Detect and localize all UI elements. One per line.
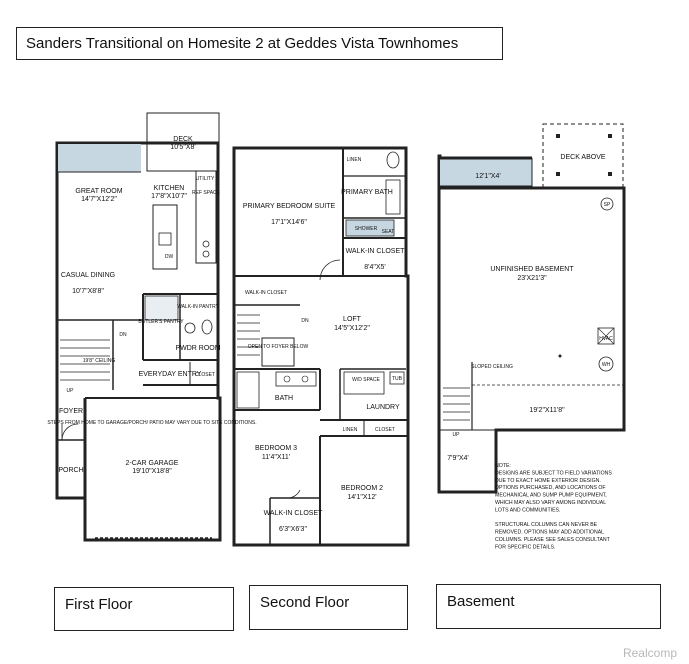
basement-note: NOTE:DESIGNS ARE SUBJECT TO FIELD VARIAT… xyxy=(495,463,612,550)
deck-above-label: DECK ABOVE xyxy=(560,154,605,161)
walk-in-closet-2-label: WALK-IN CLOSET xyxy=(245,290,287,296)
foyer-label: FOYER xyxy=(59,408,83,415)
shower-label: SHOWER xyxy=(355,226,378,232)
note-line: DESIGNS ARE SUBJECT TO FIELD VARIATIONS xyxy=(495,470,612,476)
kitchen-label: KITCHEN xyxy=(154,185,185,192)
window-band xyxy=(58,144,141,172)
basement-plan xyxy=(437,123,626,494)
closet-2-label: CLOSET xyxy=(375,427,395,433)
bedroom3-dim: 11'4"X11' xyxy=(262,454,290,461)
kitchen-counter xyxy=(195,170,217,264)
first-floor-plan xyxy=(55,112,222,542)
bedroom3-label: BEDROOM 3 xyxy=(255,445,297,452)
seat-label: SEAT xyxy=(382,229,395,235)
second-floor-label: Second Floor xyxy=(249,585,408,630)
basement-up-label: UP xyxy=(453,432,461,438)
great-room-label: GREAT ROOM xyxy=(75,188,122,195)
unfinished-label: UNFINISHED BASEMENT xyxy=(490,266,574,273)
garage-label: 2-CAR GARAGE xyxy=(126,460,179,467)
primary-suite-dim: 17'1"X14'6" xyxy=(271,219,307,226)
note-line: MECHANICAL AND SUMP PUMP EQUIPMENT, xyxy=(495,493,607,499)
second-dn-label: DN xyxy=(301,318,309,324)
garage-dim: 19'10"X18'8" xyxy=(132,468,172,475)
deck-dim: 10'5"X8' xyxy=(170,144,195,151)
loft-dim: 14'5"X12'2" xyxy=(334,325,370,332)
first-up-label: UP xyxy=(67,388,75,394)
porch-label: PORCH xyxy=(58,467,83,474)
note-line: OPTIONS PURCHASED, AND LOCATIONS OF xyxy=(495,485,606,491)
bedroom2-label: BEDROOM 2 xyxy=(341,485,383,492)
first-floor-outline xyxy=(55,141,222,542)
note-line: NOTE: xyxy=(495,463,511,469)
window-dim: 12'1"X4' xyxy=(475,173,500,180)
kitchen-island xyxy=(152,204,178,270)
utility-label: UTILITY xyxy=(196,176,215,182)
ref-space-label: REF SPACE xyxy=(192,190,221,196)
primary-bath-label: PRIMARY BATH xyxy=(341,189,393,196)
linen-label: LINEN xyxy=(347,157,362,163)
basement-label: Basement xyxy=(436,584,661,629)
open-to-foyer-label: OPEN TO FOYER BELOW xyxy=(248,344,309,350)
hvac-label: HVAC xyxy=(599,336,613,342)
ceiling-note: 19'8" CEILING xyxy=(83,358,116,364)
walk-in-pantry-label: WALK-IN PANTRY xyxy=(177,304,220,310)
note-line: STRUCTURAL COLUMNS CAN NEVER BE xyxy=(495,522,598,528)
deck-label: DECK xyxy=(173,136,193,143)
first-dn-label: DN xyxy=(119,332,127,338)
pwdr-room-label: PWDR ROOM xyxy=(175,345,220,352)
loft-label: LOFT xyxy=(343,316,362,323)
sp-label: SP xyxy=(604,202,611,208)
second-floor-plan xyxy=(232,146,410,547)
basement-dim2: 19'2"X11'8" xyxy=(529,407,565,414)
butlers-pantry-label: BUTLER'S PANTRY xyxy=(138,319,184,325)
walk-in-closet-3-label: WALK-IN CLOSET xyxy=(264,510,324,517)
note-line: REMOVED. OPTIONS MAY ADD ADDITIONAL xyxy=(495,530,604,536)
walk-in-closet-dim: 8'4"X5' xyxy=(364,264,386,271)
closet-label: CLOSET xyxy=(195,372,215,378)
great-room-dim: 14'7"X12'2" xyxy=(81,196,117,203)
wh-label: WH xyxy=(602,362,611,368)
page-title: Sanders Transitional on Homesite 2 at Ge… xyxy=(16,27,503,60)
walk-in-closet-label: WALK-IN CLOSET xyxy=(346,248,406,255)
basement-outline xyxy=(437,154,626,494)
kitchen-dim: 17'8"X10'7" xyxy=(151,193,187,200)
linen-2-label: LINEN xyxy=(343,427,358,433)
first-floor-label: First Floor xyxy=(54,587,234,631)
everyday-entry-label: EVERYDAY ENTRY xyxy=(139,371,202,378)
tub-label: TUB xyxy=(392,376,403,382)
note-line: LOTS AND COMMUNITIES. xyxy=(495,507,560,513)
dw-label: DW xyxy=(165,254,174,260)
second-floor-outline xyxy=(232,146,410,547)
sloped-label: SLOPED CEILING xyxy=(471,364,513,370)
primary-suite-label: PRIMARY BEDROOM SUITE xyxy=(243,203,336,210)
note-line: COLUMNS. PLEASE SEE SALES CONSULTANT xyxy=(495,537,611,543)
note-line: DUE TO EXACT HOME EXTERIOR DESIGN. xyxy=(495,478,601,484)
wd-space-label: W/D SPACE xyxy=(352,377,380,383)
bath-label: BATH xyxy=(275,395,293,402)
watermark: Realcomp xyxy=(622,646,677,660)
basement-dim3: 7'9"X4' xyxy=(447,455,469,462)
casual-dining-dim: 10'7"X8'8" xyxy=(72,288,104,295)
bedroom2-dim: 14'1"X12' xyxy=(347,494,376,501)
casual-dining-label: CASUAL DINING xyxy=(61,272,115,279)
note-line: WHICH MAY ALSO VARY AMONG INDIVIDUAL xyxy=(495,500,606,506)
garage-note: STEPS FROM HOME TO GARAGE/PORCH/ PATIO M… xyxy=(47,420,256,426)
laundry-label: LAUNDRY xyxy=(366,404,400,411)
note-line: FOR SPECIFIC DETAILS. xyxy=(495,544,555,550)
unfinished-dim: 23'X21'3" xyxy=(517,275,547,282)
walk-in-closet-3-dim: 6'3"X6'3" xyxy=(279,526,307,533)
